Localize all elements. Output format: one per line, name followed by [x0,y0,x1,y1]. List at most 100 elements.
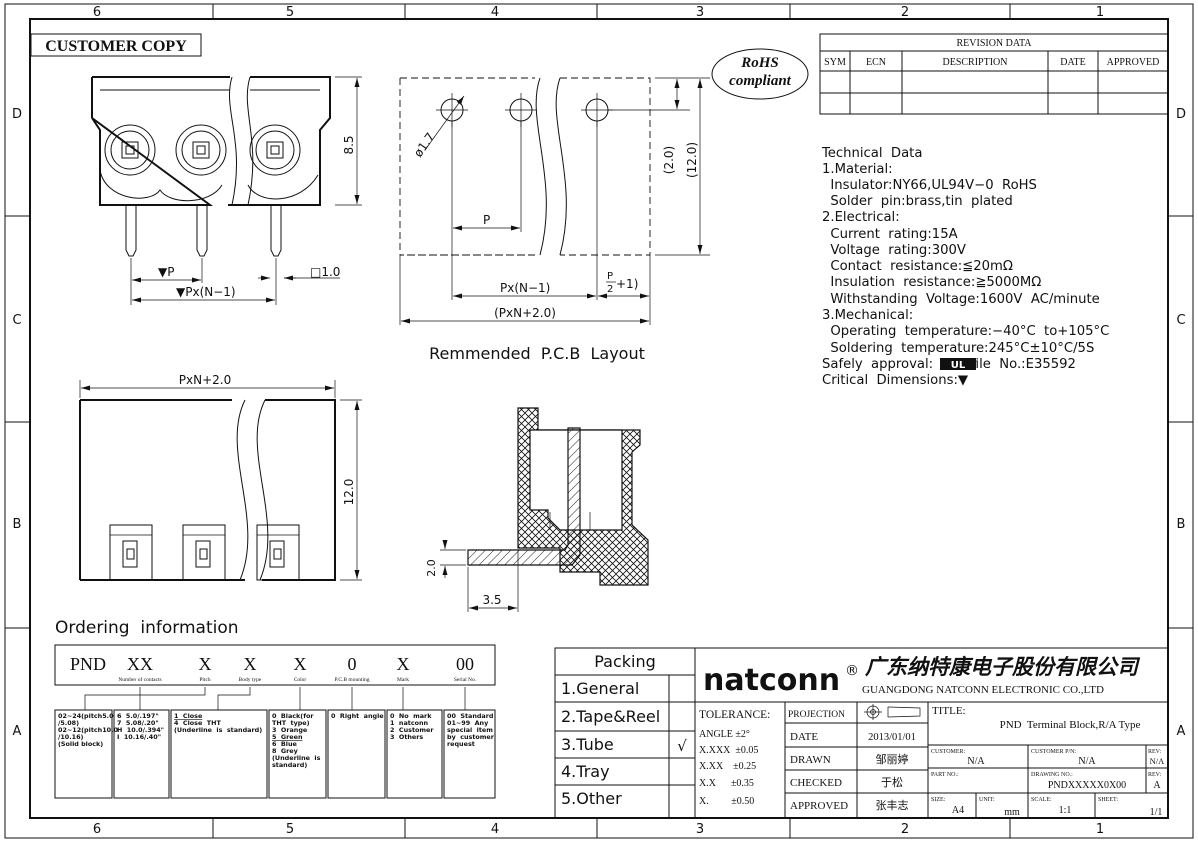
box-serial-line: 01~99 Any [447,719,489,727]
box-serial-line: special item [447,726,493,734]
screw-chamber [104,124,156,176]
date-value: 2013/01/01 [868,732,916,743]
customer-copy-label: CUSTOMER COPY [45,38,187,55]
packing-item-tape-reel: 2.Tape&Reel [561,707,660,726]
projection-label: PROJECTION [788,710,845,720]
row-label: D [12,107,22,122]
front-view: 8.5 ▼P ▼Px(N−1) □1.0 [91,76,362,305]
code-sublabel: Body type [239,677,262,683]
rev-value-customer: N/A [1150,756,1166,766]
screw-chamber [175,124,227,176]
tolerance-xxx: X.XXX ±0.05 [699,745,758,756]
code-mark: X [397,654,410,674]
revision-header-sym: SYM [824,57,846,68]
part-no-label: PART NO.: [931,772,959,778]
code-sublabel: Pitch [199,677,211,683]
column-label: 2 [901,5,909,20]
rohs-line1: RoHS [740,55,779,71]
dim-pin-square: □1.0 [310,265,340,279]
box-serial-line: request [447,740,475,748]
brand-registered-mark: ® [845,663,859,679]
ordering-section: Ordering information PND XX X X X 0 X 00… [54,618,496,799]
box-body-line: (Underline is standard) [174,726,262,734]
customer-pn-value: N/A [1078,756,1096,767]
column-label: 1 [1096,822,1104,837]
dim-hole-diameter: ø1.7 [411,130,438,160]
box-pitch-line: H 10.0/.394" [117,726,164,734]
scale-value: 1:1 [1059,805,1072,816]
drawn-value: 邹丽婷 [876,752,909,766]
packing-table: Packing 1.General 2.Tape&Reel 3.Tube 4.T… [554,647,696,819]
ul-mark-text: UL [951,360,966,371]
pcb-layout-view: ø1.7 P (2.0) (12.0) Px(N−1) P 2 +1) (PxN… [399,77,710,363]
box-contacts-line: 02~12(pitch10.0 [58,726,119,734]
column-label: 3 [696,5,704,20]
tech-line: Voltage rating:300V [822,243,966,258]
ordering-title: Ordering information [55,618,239,638]
row-labels-left: D C B A [12,107,22,739]
box-mark-line: 3 Others [390,733,423,741]
code-mounting: 0 [348,654,357,674]
dim-layout-2: (2.0) [662,146,676,174]
drawing-no-value: PNDXXXXX0X00 [1048,780,1126,791]
dim-side-pin: 2.0 [425,559,438,577]
tech-line: Current rating:15A [822,227,958,242]
dim-layout-half-den: 2 [607,284,613,295]
tolerance-title: TOLERANCE: [699,709,770,721]
dim-pitch-span: ▼Px(N−1) [176,285,236,299]
ul-recognized-mark: UL [940,358,976,371]
title-label: TITLE: [932,705,966,717]
drawing-no-label: DRAWING NO.: [1031,772,1073,778]
revision-header-date: DATE [1060,57,1086,68]
column-label: 2 [901,822,909,837]
box-mark-line: 1 natconn [390,719,429,727]
dim-layout-half-tail: +1) [616,277,638,291]
dim-bottom-width: PxN+2.0 [179,373,231,387]
column-label: 4 [491,822,499,837]
packing-check-tube: √ [677,737,687,755]
customer-label: CUSTOMER: [931,749,966,755]
tech-line: 2.Electrical: [822,210,900,225]
box-color-line: standard) [272,761,307,769]
dim-layout-half-num: P [607,271,613,282]
bottom-pin-slot [182,524,226,581]
checked-label: CHECKED [790,777,842,789]
size-value: A4 [952,805,964,816]
revision-header-ecn: ECN [866,57,886,68]
row-label: C [12,313,21,328]
box-color-line: 5 Green [272,733,303,741]
tech-line: Withstanding Voltage:1600V AC/minute [822,292,1100,307]
rev-label: REV: [1148,772,1162,778]
column-labels-top: 6 5 4 3 2 1 [93,5,1104,20]
tech-line: Technical Data [821,146,922,161]
box-pitch-line: 6 5.0/.197" [117,712,159,720]
code-contacts: XX [127,654,153,674]
revision-header-description: DESCRIPTION [942,57,1007,68]
approved-value: 张丰志 [876,799,909,812]
box-mark-line: 0 No mark [390,712,432,720]
brand-logo: natconn [703,663,840,698]
row-labels-right: D C B A [1176,107,1186,739]
layout-caption: Remmended P.C.B Layout [429,344,645,363]
column-label: 5 [286,5,294,20]
box-contacts-line: /10.16) [58,733,84,741]
tech-line: Operating temperature:−40°C to+105°C [822,324,1109,339]
tech-line: Critical Dimensions:▼ [822,373,969,388]
row-label: A [1177,724,1186,739]
code-body: X [244,654,257,674]
box-pitch-line: I 10.16/.40" [117,733,161,741]
rev-value-drawing: A [1153,780,1161,791]
code-sublabel: Mark [397,677,409,683]
sheet-value: 1/1 [1150,807,1163,818]
box-contacts-line: (Solid block) [58,740,103,748]
customer-value: N/A [967,756,985,767]
tech-line: Insulation resistance:≧5000MΩ [822,275,1041,290]
unit-label: UNIT: [979,797,995,803]
code-pitch: X [199,654,212,674]
company-name-cn: 广东纳特康电子股份有限公司 [865,655,1141,679]
revision-header-approved: APPROVED [1107,57,1160,68]
dim-layout-total: (PxN+2.0) [494,306,556,320]
rohs-mark: RoHS compliant [711,48,809,100]
unit-value: mm [1004,807,1020,818]
